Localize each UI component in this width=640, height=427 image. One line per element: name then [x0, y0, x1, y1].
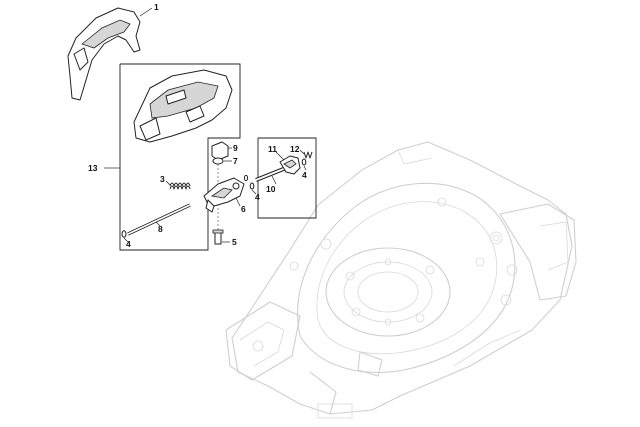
part-handle-housing	[133, 69, 233, 143]
part-5-screw: 5	[212, 229, 237, 247]
callout-13: 13	[88, 163, 98, 173]
part-4-clip-right: 4	[301, 158, 307, 180]
part-8-rod: 8	[127, 203, 191, 236]
part-11-latch: 11	[268, 144, 301, 175]
callout-4-left: 4	[126, 239, 131, 249]
callout-11: 11	[268, 144, 277, 154]
callout-5: 5	[232, 237, 237, 247]
callout-12: 12	[290, 144, 300, 154]
callout-4-right: 4	[302, 170, 307, 180]
assembly-frame-13: 13	[88, 63, 241, 251]
callout-10: 10	[266, 184, 276, 194]
mower-deck	[225, 141, 577, 419]
callout-6: 6	[241, 204, 246, 214]
part-4-pin-center: 4	[249, 182, 260, 202]
part-9-cap: 9	[211, 141, 238, 161]
callout-3: 3	[160, 174, 165, 184]
part-4-pin-lever: 4	[243, 174, 249, 182]
part-7-nut: 7	[212, 156, 238, 166]
callout-4-center: 4	[255, 192, 260, 202]
part-6-lever-bracket: 6	[203, 177, 246, 214]
callout-8: 8	[158, 224, 163, 234]
part-1-cover: 1	[67, 2, 159, 101]
part-4-clip-left: 4	[121, 230, 131, 249]
assembly-frame-sub	[257, 137, 317, 219]
callout-9: 9	[233, 143, 238, 153]
callout-1: 1	[154, 2, 159, 12]
part-10-shaft: 10	[255, 166, 287, 194]
callout-7: 7	[233, 156, 238, 166]
part-12-spring: 12	[290, 144, 313, 159]
part-3-spring: 3	[160, 174, 191, 190]
